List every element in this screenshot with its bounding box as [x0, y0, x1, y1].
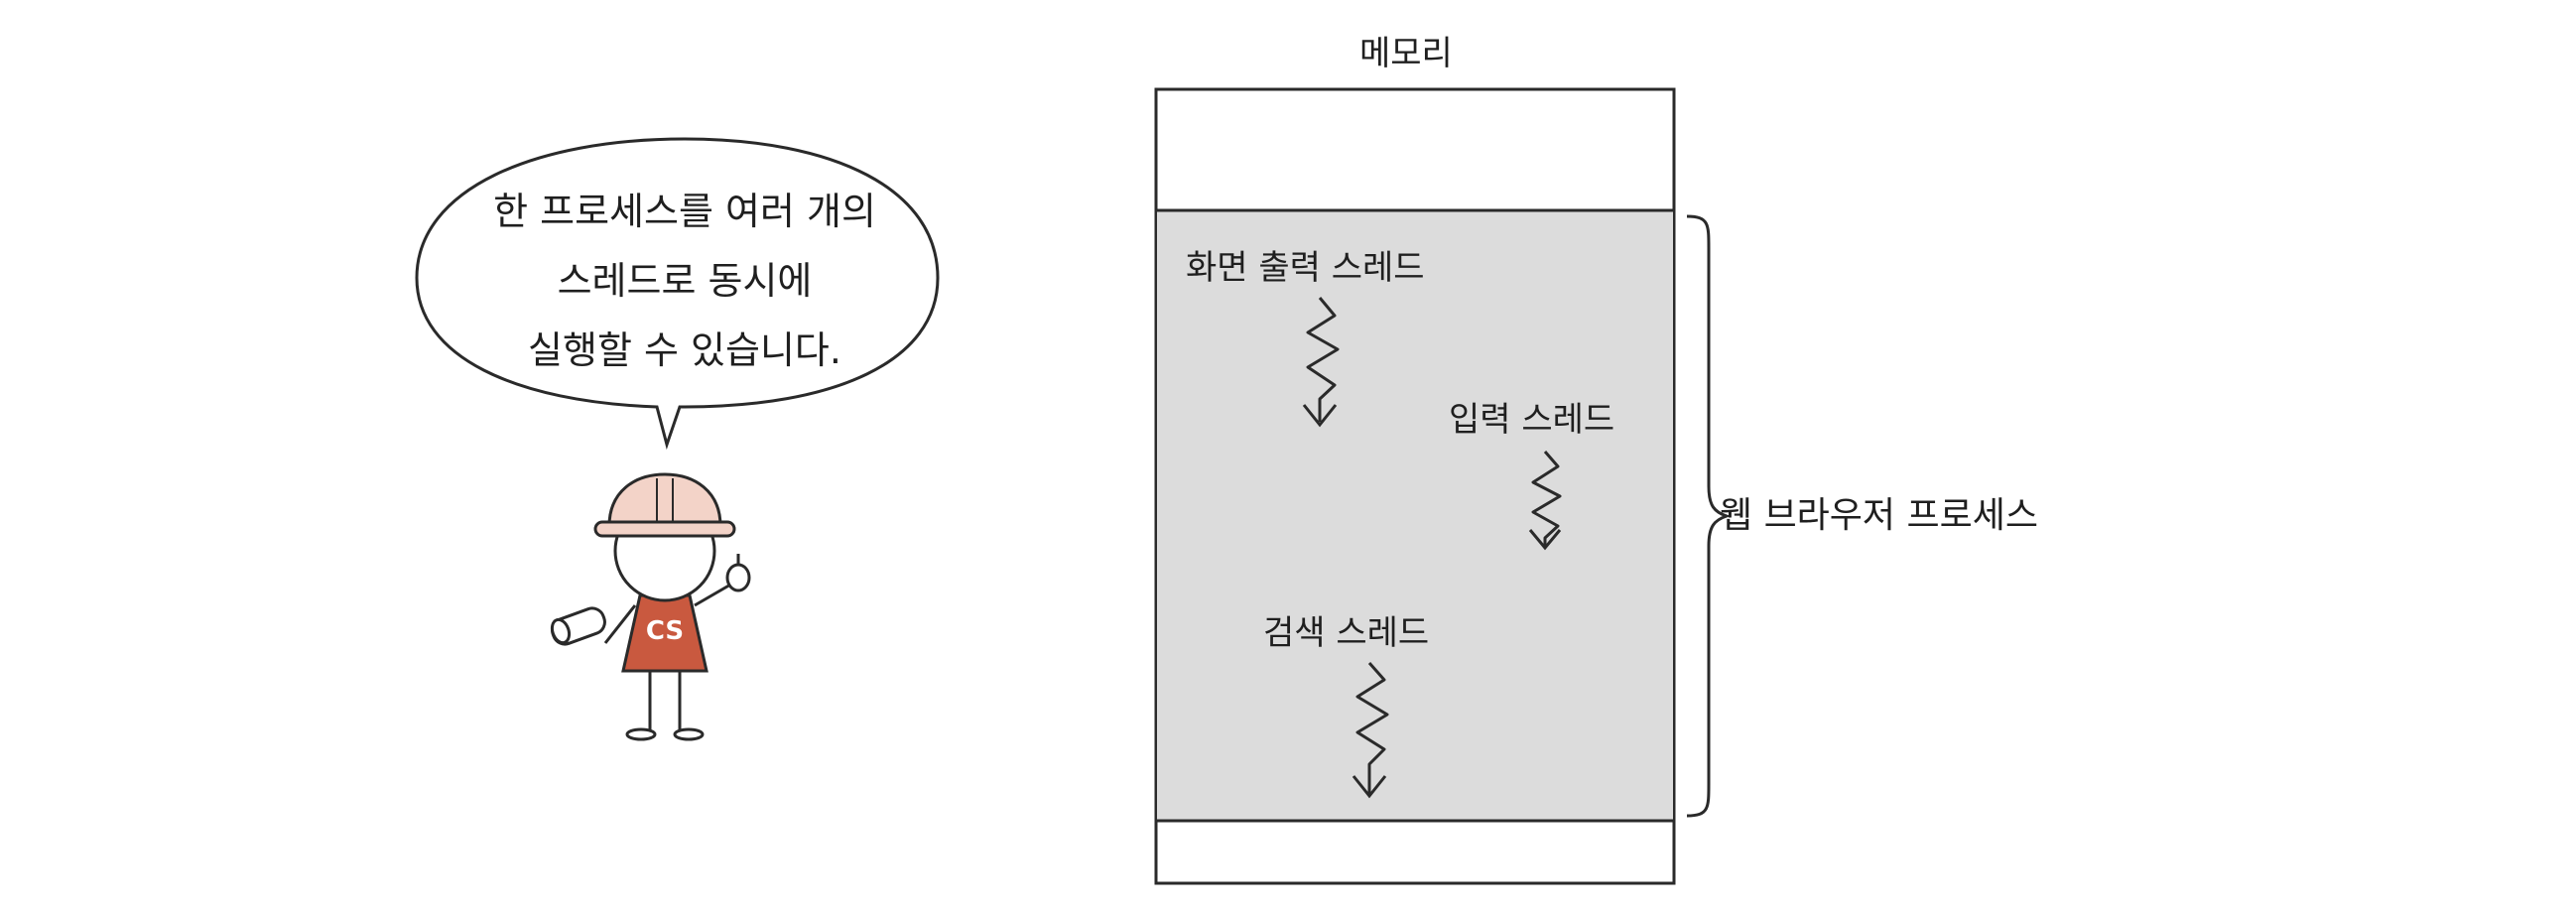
thread-label-screen-output: 화면 출력 스레드	[1186, 248, 1425, 288]
bubble-line-1: 한 프로세스를 여러 개의	[493, 190, 876, 233]
curly-brace	[1686, 214, 1732, 818]
scroll-roll-icon	[550, 606, 606, 646]
process-label: 웹 브라우저 프로세스	[1720, 495, 2038, 536]
hard-hat-icon	[593, 472, 736, 538]
cs-character: CS	[550, 472, 751, 741]
thread-arrow-screen-output	[1302, 297, 1340, 428]
bubble-line-3: 실행할 수 있습니다.	[528, 328, 841, 372]
memory-title: 메모리	[1359, 34, 1453, 73]
bubble-line-2: 스레드로 동시에	[557, 259, 813, 303]
pointing-hand-icon	[725, 554, 751, 592]
thread-label-search: 검색 스레드	[1263, 613, 1430, 653]
process-region	[1157, 210, 1673, 821]
thread-arrow-search	[1352, 662, 1389, 799]
shirt-text: CS	[646, 616, 684, 646]
speech-bubble	[415, 137, 940, 451]
thread-label-input: 입력 스레드	[1449, 400, 1615, 440]
thread-arrow-input	[1528, 451, 1562, 551]
